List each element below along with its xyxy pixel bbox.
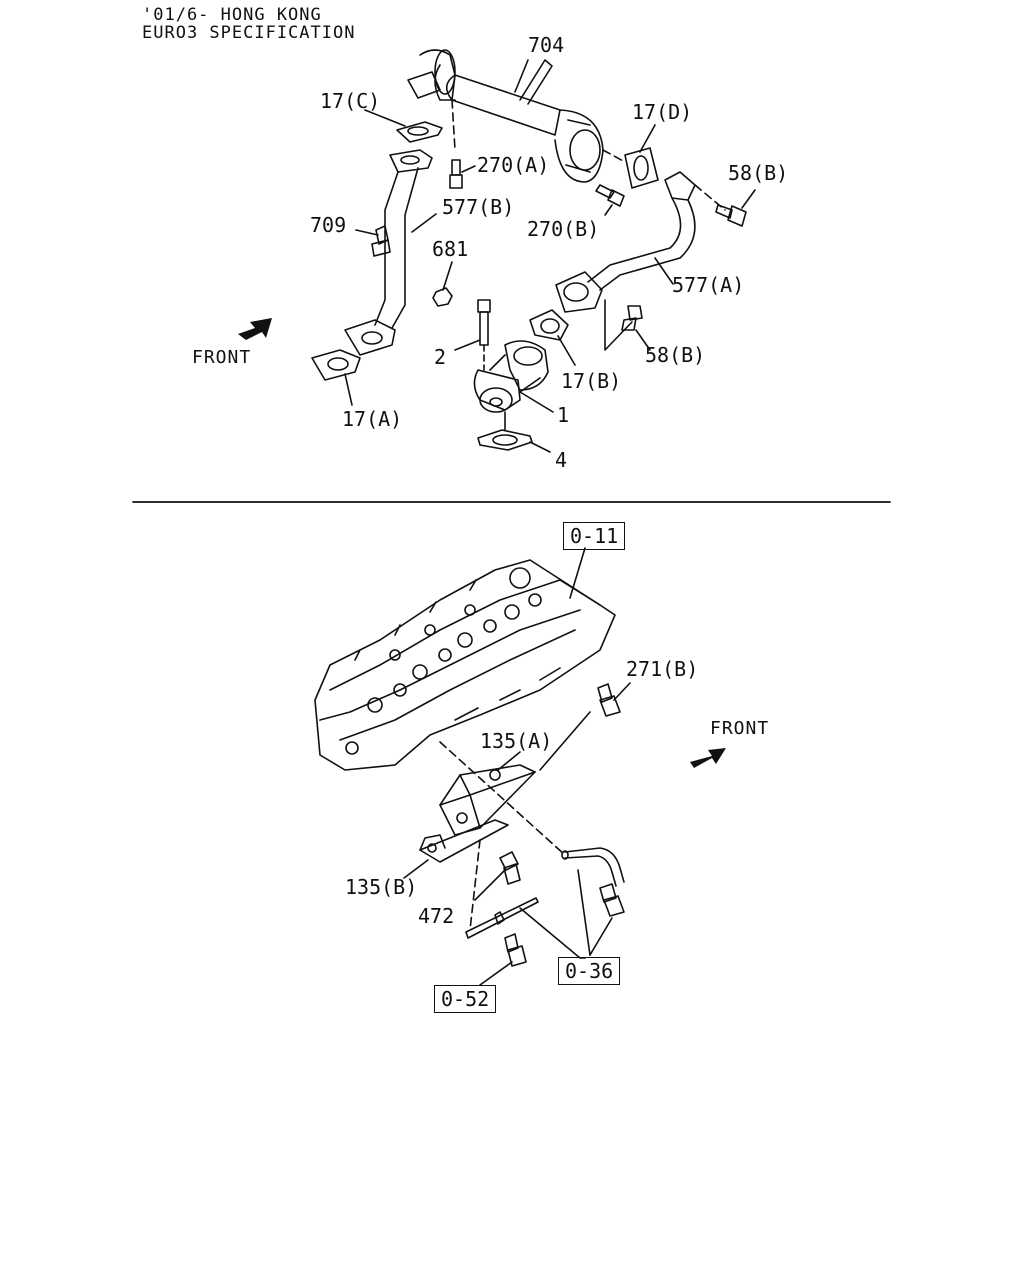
leader-0-52 <box>480 962 512 985</box>
leader-704-dash <box>452 100 455 150</box>
gasket-4 <box>478 430 532 450</box>
label-270b: 270(B) <box>527 217 600 241</box>
egr-pipe-577a <box>556 172 695 312</box>
egr-valve-1 <box>474 341 548 412</box>
bolt-58b-top <box>716 205 746 226</box>
leader-709 <box>356 230 378 235</box>
front-arrow-bottom <box>690 748 726 768</box>
bracket-135b <box>420 820 508 862</box>
label-4: 4 <box>555 448 568 472</box>
gasket-17a <box>312 350 360 380</box>
leader-681 <box>443 262 452 290</box>
label-135a: 135(A) <box>480 729 553 753</box>
leader-270a <box>462 166 475 172</box>
label-577b: 577(B) <box>442 195 515 219</box>
bolt-0-52 <box>505 934 526 966</box>
label-2: 2 <box>434 345 447 369</box>
bolt-709 <box>372 226 390 256</box>
egr-pipe-577b <box>345 150 432 355</box>
oil-pipe <box>562 848 624 886</box>
bolt-270b <box>596 185 624 206</box>
leader-58b-bottom-pair <box>605 300 632 350</box>
label-17b: 17(B) <box>561 369 622 393</box>
leader-bracket-dash <box>470 840 480 930</box>
leader-4 <box>530 442 550 452</box>
leader-270b <box>605 205 612 215</box>
bolt-58b-bottom <box>622 306 642 330</box>
leader-58b-bottom <box>636 330 650 350</box>
leader-17b <box>558 336 575 365</box>
ref-box-0-36[interactable]: 0-36 <box>558 957 621 985</box>
front-label-bottom: FRONT <box>710 718 770 739</box>
front-label-top: FRONT <box>192 347 252 368</box>
bolt-2 <box>478 300 490 345</box>
leader-135b <box>404 860 428 878</box>
label-1: 1 <box>557 403 570 427</box>
front-arrow-top <box>238 318 272 340</box>
ref-box-0-52[interactable]: 0-52 <box>434 985 497 1013</box>
leader-2 <box>455 340 480 350</box>
oil-pipe-2 <box>466 898 538 938</box>
label-709: 709 <box>310 213 347 237</box>
leader-0-11 <box>570 548 585 598</box>
gasket-17c <box>397 122 442 142</box>
label-271b: 271(B) <box>626 657 699 681</box>
label-577a: 577(A) <box>672 273 745 297</box>
bracket-135a <box>440 765 535 835</box>
bolt-472 <box>500 852 520 884</box>
leader-0-36-a <box>520 908 585 958</box>
label-704: 704 <box>528 33 565 57</box>
leader-472 <box>475 870 505 900</box>
gasket-17d <box>625 148 658 188</box>
header-line-2: EURO3 SPECIFICATION <box>142 23 356 43</box>
leader-17d <box>640 125 655 152</box>
header-line-1: '01/6- HONG KONG <box>142 5 322 25</box>
leader-704 <box>515 60 528 92</box>
leader-17d-dash <box>603 150 625 162</box>
leader-17c <box>365 110 405 126</box>
label-58b-bottom: 58(B) <box>645 343 706 367</box>
label-681: 681 <box>432 237 469 261</box>
label-17c: 17(C) <box>320 89 381 113</box>
bolt-0-36 <box>600 884 624 916</box>
cylinder-head <box>315 560 615 770</box>
leader-0-36-c <box>590 918 612 955</box>
bolt-270a <box>450 160 462 188</box>
label-472: 472 <box>418 904 455 928</box>
leader-577a <box>655 258 673 284</box>
leader-271b <box>614 683 630 700</box>
leader-577b <box>412 214 436 232</box>
gasket-17b <box>530 310 568 340</box>
bolt-271b <box>598 684 620 716</box>
leader-pipe-dash <box>440 742 565 855</box>
ref-box-0-11[interactable]: 0-11 <box>563 522 626 550</box>
leader-58b-top <box>742 190 755 208</box>
label-58b-top: 58(B) <box>728 161 789 185</box>
label-17a: 17(A) <box>342 407 403 431</box>
leader-17a <box>345 374 352 405</box>
label-17d: 17(D) <box>632 100 693 124</box>
nut-681 <box>433 288 452 306</box>
leader-0-36-b <box>578 870 590 955</box>
label-270a: 270(A) <box>477 153 550 177</box>
leader-135a <box>498 752 520 770</box>
leader-1 <box>520 392 553 412</box>
leader-271b-long <box>540 712 590 770</box>
label-135b: 135(B) <box>345 875 418 899</box>
egr-cooler-704 <box>408 50 603 182</box>
